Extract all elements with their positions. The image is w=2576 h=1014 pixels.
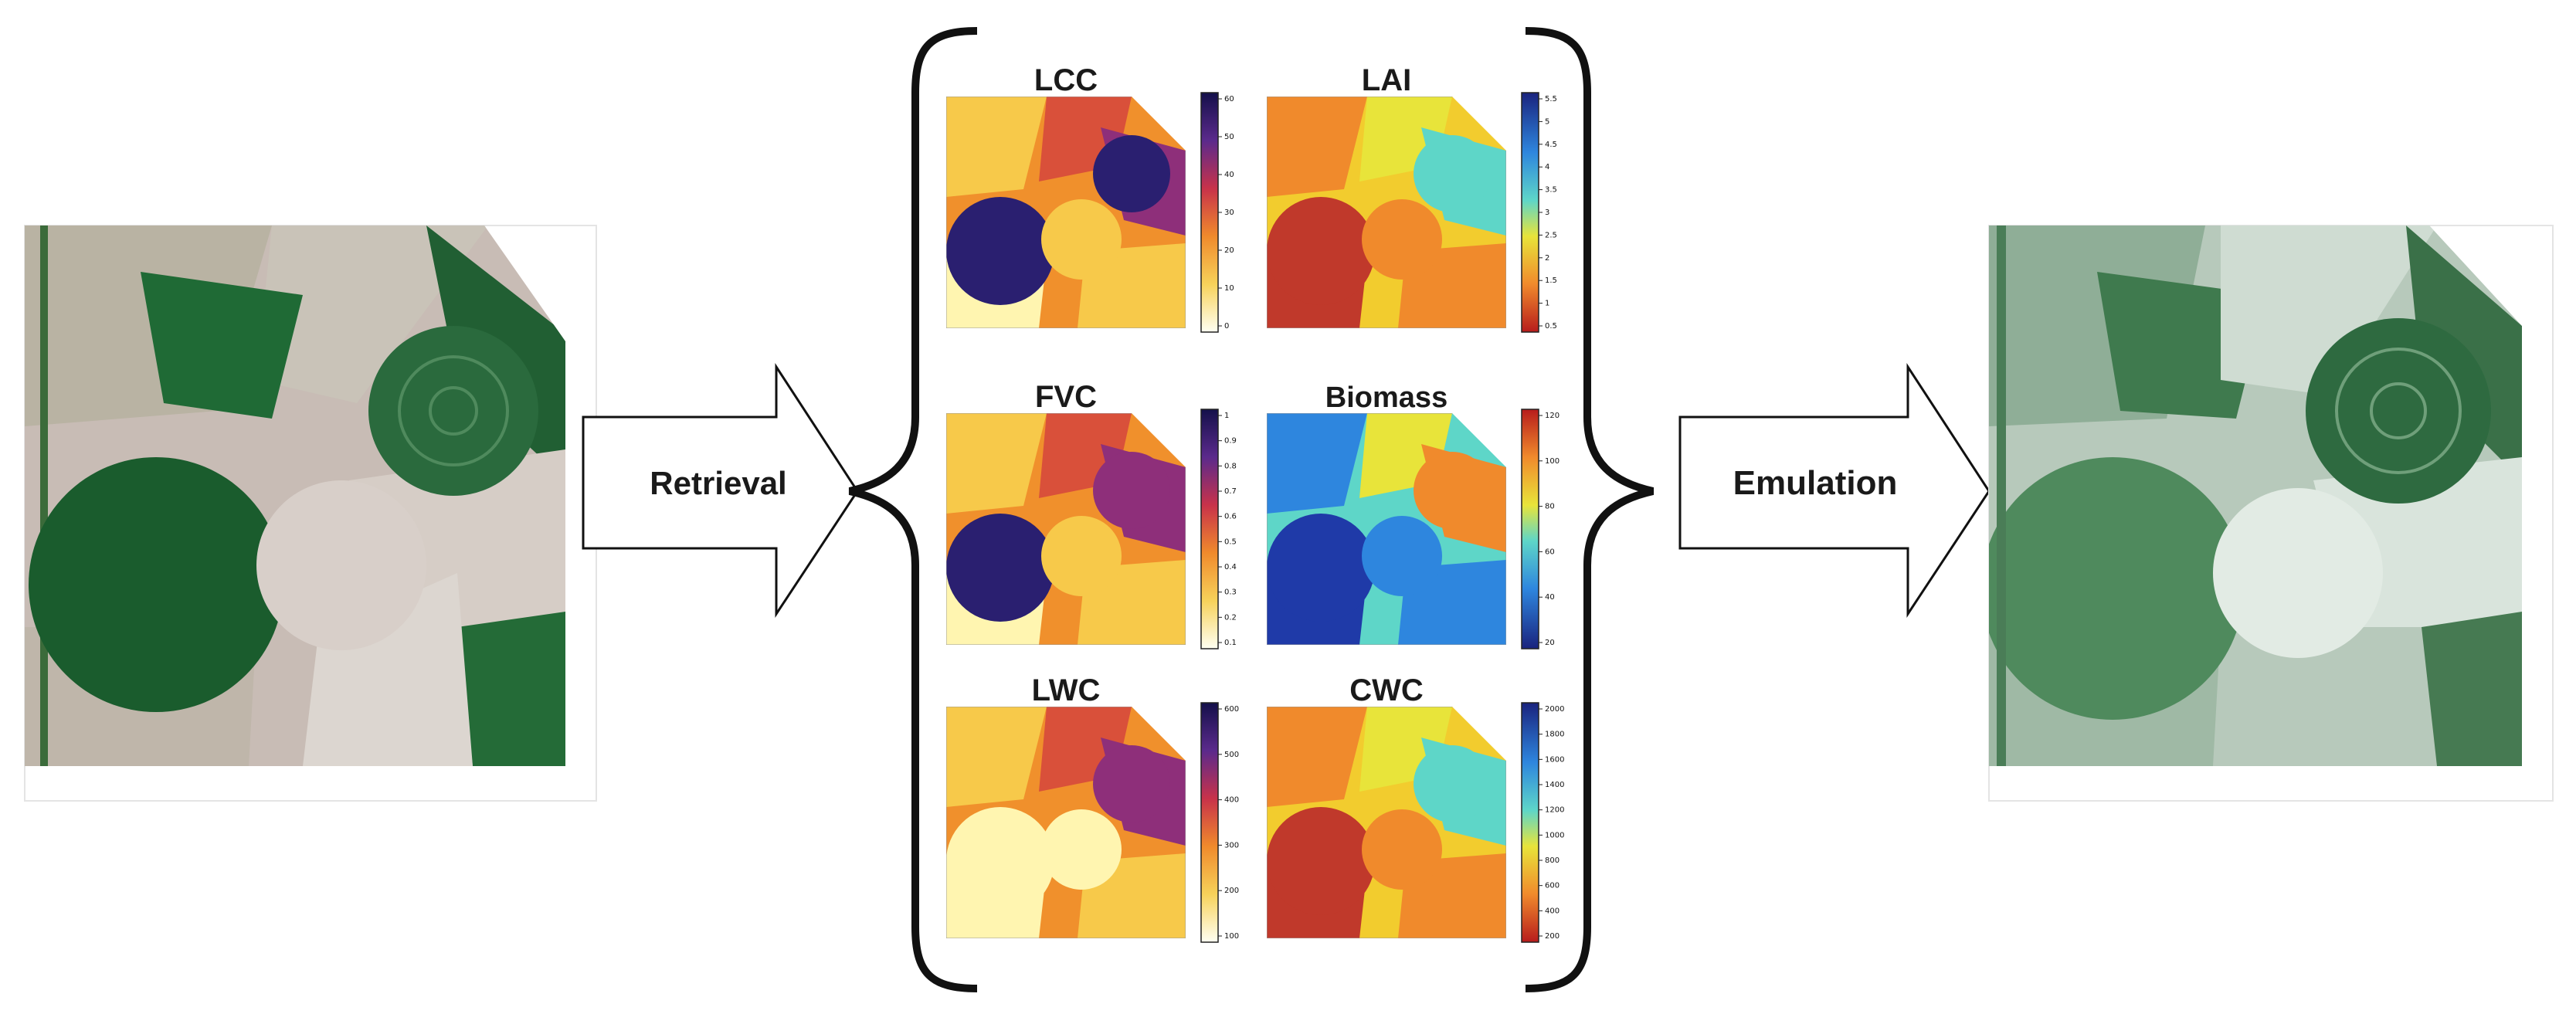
- emulation-label: Emulation: [1733, 464, 1898, 502]
- lcc-colorbar-tick-label: 20: [1224, 246, 1234, 255]
- retrieval-arrow: Retrieval: [582, 362, 859, 618]
- lwc-colorbar-tick-label: 200: [1224, 887, 1239, 895]
- lwc-colorbar-tick-label: 400: [1224, 796, 1239, 805]
- cwc-colorbar-tick-label: 1000: [1545, 831, 1564, 839]
- lai-colorbar-tick-label: 1.5: [1545, 276, 1557, 285]
- biomass-map-panel: Biomass 120 100 80 60 40 20: [1267, 382, 1560, 649]
- lcc-map-panel: LCC 60 50 40 30 20 10 0: [946, 63, 1234, 333]
- lai-colorbar-tick-label: 2: [1545, 254, 1549, 263]
- lwc-map-image: [946, 707, 1186, 938]
- lai-colorbar: [1521, 92, 1539, 333]
- input-satellite-image: [24, 225, 597, 802]
- biomass-colorbar-tick-label: 20: [1545, 639, 1555, 647]
- fvc-colorbar-tick-label: 0.6: [1224, 513, 1237, 521]
- fvc-colorbar-tick-label: 0.3: [1224, 588, 1237, 597]
- lai-map-image: [1267, 97, 1506, 328]
- biophysical-maps-grid: LCC6050403020100LAI5.554.543.532.521.510…: [946, 63, 1564, 943]
- fvc-colorbar-tick-label: 0.2: [1224, 613, 1237, 622]
- cwc-colorbar-tick-label: 600: [1545, 882, 1560, 890]
- cwc-map-title: CWC: [1349, 673, 1424, 707]
- fvc-colorbar-tick-label: 0.7: [1224, 487, 1237, 496]
- left-curly-brace: [848, 27, 978, 992]
- lwc-colorbar-tick-label: 600: [1224, 705, 1239, 714]
- lcc-colorbar-tick-label: 0: [1224, 322, 1229, 331]
- fvc-colorbar-tick-label: 0.8: [1224, 462, 1237, 470]
- lwc-colorbar-tick-label: 300: [1224, 841, 1239, 850]
- lwc-colorbar: [1200, 702, 1219, 943]
- lai-colorbar-tick-label: 3.5: [1545, 186, 1557, 195]
- biomass-colorbar-tick-label: 40: [1545, 593, 1555, 602]
- cwc-colorbar: [1521, 702, 1539, 943]
- fvc-colorbar-tick-label: 0.9: [1224, 437, 1237, 446]
- fvc-colorbar-tick-label: 0.4: [1224, 563, 1237, 571]
- cwc-colorbar-tick-label: 1200: [1545, 806, 1564, 815]
- lcc-colorbar: [1200, 92, 1219, 333]
- biomass-colorbar-tick-label: 120: [1545, 412, 1560, 420]
- lai-map-panel: LAI 5.5 5 4.5 4 3.5 3 2.5 2 1.5 1 0.5: [1267, 63, 1557, 333]
- cwc-colorbar-tick-label: 1600: [1545, 755, 1564, 764]
- cwc-colorbar-tick-label: 2000: [1545, 705, 1564, 714]
- right-curly-brace: [1525, 27, 1655, 992]
- lwc-colorbar-tick-label: 100: [1224, 932, 1239, 941]
- biomass-colorbar: [1521, 409, 1539, 649]
- cwc-map-image: [1267, 707, 1506, 938]
- biomass-map-image: [1267, 413, 1506, 645]
- cwc-colorbar-tick-label: 200: [1545, 932, 1560, 941]
- fvc-colorbar: [1200, 409, 1219, 649]
- retrieval-label: Retrieval: [650, 465, 786, 501]
- lai-colorbar-tick-label: 0.5: [1545, 322, 1557, 331]
- fvc-map-title: FVC: [1035, 380, 1097, 414]
- lcc-colorbar-tick-label: 30: [1224, 209, 1234, 217]
- lai-colorbar-tick-label: 4.5: [1545, 141, 1557, 149]
- biomass-colorbar-tick-label: 80: [1545, 503, 1555, 511]
- cwc-map-panel: CWC 2000 1800 1600 1400 1200 1000 800 600 400 200: [1267, 673, 1564, 943]
- fvc-colorbar-tick-label: 0.5: [1224, 538, 1237, 546]
- lai-map-title: LAI: [1362, 63, 1411, 97]
- fvc-colorbar-tick-label: 1: [1224, 412, 1229, 420]
- lai-colorbar-tick-label: 2.5: [1545, 231, 1557, 239]
- emulation-arrow: Emulation: [1678, 362, 1991, 618]
- emulated-satellite-image: [1988, 225, 2554, 802]
- cwc-colorbar-tick-label: 1400: [1545, 781, 1564, 789]
- biomass-map-title: Biomass: [1325, 382, 1448, 414]
- cwc-colorbar-tick-label: 1800: [1545, 731, 1564, 739]
- lcc-colorbar-tick-label: 10: [1224, 284, 1234, 293]
- lcc-colorbar-tick-label: 40: [1224, 171, 1234, 179]
- cwc-colorbar-tick-label: 800: [1545, 856, 1560, 865]
- lwc-colorbar-tick-label: 500: [1224, 751, 1239, 759]
- lai-colorbar-tick-label: 1: [1545, 300, 1549, 308]
- lai-colorbar-tick-label: 4: [1545, 163, 1549, 171]
- biomass-colorbar-tick-label: 100: [1545, 457, 1560, 466]
- biomass-colorbar-tick-label: 60: [1545, 548, 1555, 556]
- lcc-colorbar-tick-label: 60: [1224, 95, 1234, 103]
- fvc-colorbar-tick-label: 0.1: [1224, 639, 1237, 647]
- lwc-map-panel: LWC 600 500 400 300 200 100: [946, 673, 1239, 943]
- fvc-map-panel: FVC 1 0.9 0.8 0.7 0.6 0.5 0.4 0.3 0.2 0.1: [946, 380, 1237, 649]
- lai-colorbar-tick-label: 5.5: [1545, 95, 1557, 103]
- fvc-map-image: [946, 413, 1186, 645]
- lcc-map-title: LCC: [1034, 63, 1098, 97]
- lai-colorbar-tick-label: 3: [1545, 209, 1549, 217]
- cwc-colorbar-tick-label: 400: [1545, 907, 1560, 915]
- lcc-colorbar-tick-label: 50: [1224, 133, 1234, 141]
- lcc-map-image: [946, 97, 1186, 328]
- lwc-map-title: LWC: [1032, 673, 1101, 707]
- lai-colorbar-tick-label: 5: [1545, 117, 1549, 126]
